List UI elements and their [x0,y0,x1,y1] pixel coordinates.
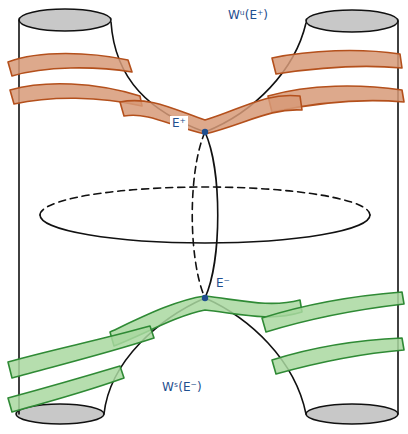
stable-band [8,366,124,412]
unstable-band [120,95,302,134]
cylinder-wall [397,21,399,414]
cylinder-top [19,9,111,31]
middle-ring-front [40,215,370,243]
stable-band [272,338,404,374]
manifold-label: Wᵘ(E⁺) [226,8,270,23]
point-label: E⁺ [170,116,188,131]
stable-band [262,292,404,332]
equilibrium-point [202,129,208,135]
unstable-band [272,51,402,74]
manifold-label: Wˢ(E⁻) [160,380,204,395]
cylinder-base [306,404,398,424]
cylinder-wall [18,20,20,414]
middle-ring-back [40,187,370,215]
point-label: E⁻ [214,276,232,291]
stable-band [8,326,154,378]
loop-front [205,132,218,298]
cylinder-top [306,10,398,32]
equilibrium-point [202,295,208,301]
loop-back [192,132,205,298]
unstable-band [8,54,132,77]
